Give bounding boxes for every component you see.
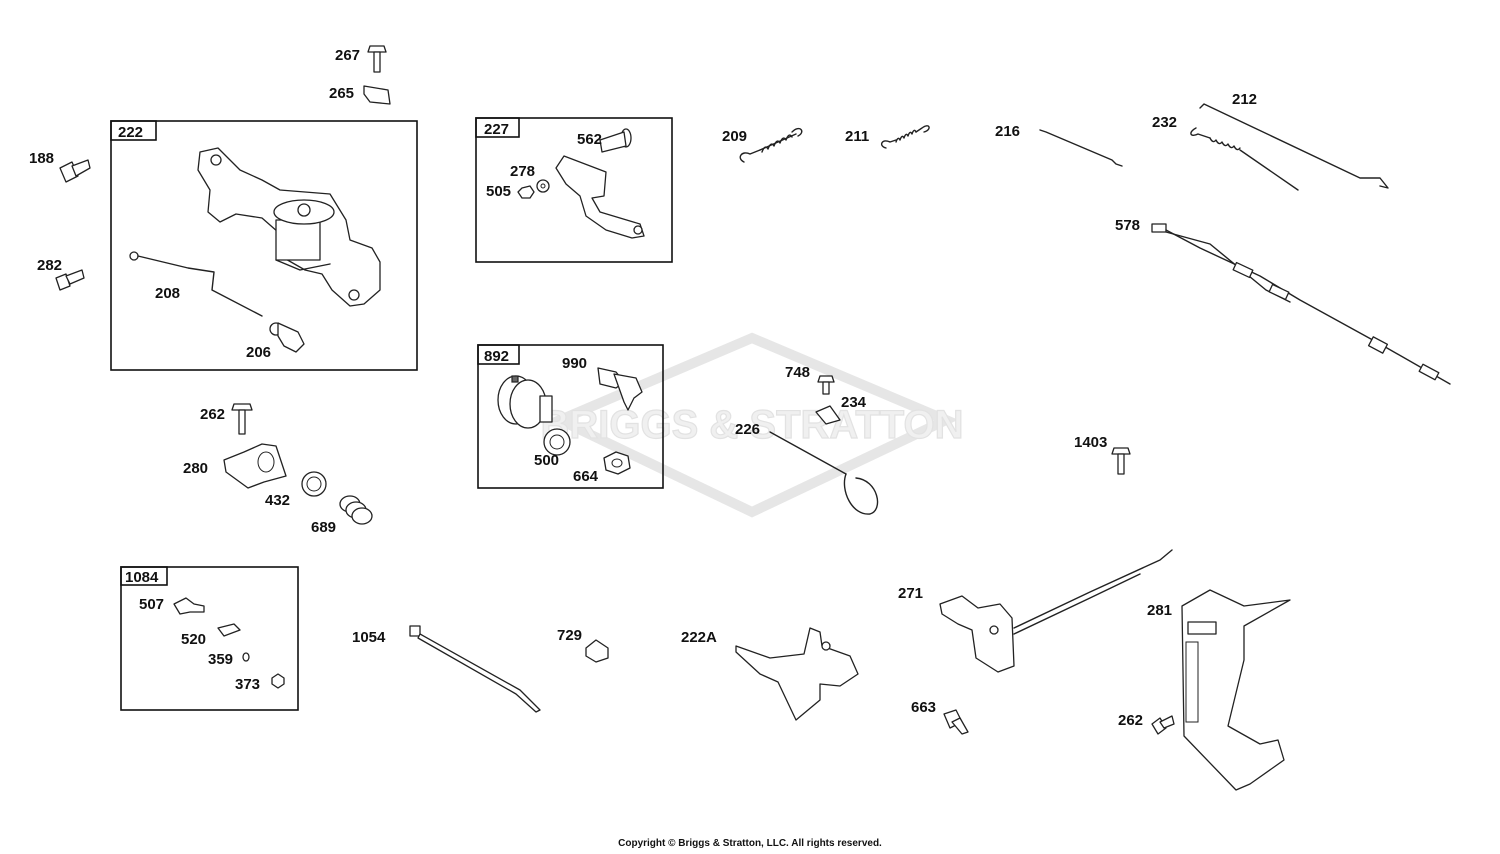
cable-tie-part[interactable] — [409, 625, 541, 713]
part-label-663: 663 — [911, 699, 936, 716]
key-part[interactable] — [597, 367, 643, 411]
group-222-label: 222 — [118, 124, 143, 141]
control-cable-part[interactable] — [939, 549, 1173, 673]
part-label-216: 216 — [995, 123, 1020, 140]
switch-part[interactable] — [173, 597, 205, 615]
group-222: 222 208 206 — [110, 120, 418, 371]
part-label-282: 282 — [37, 257, 62, 274]
choke-rod-part[interactable] — [769, 431, 879, 515]
group-227: 227 562 278 505 — [475, 117, 673, 263]
knob-part[interactable] — [269, 322, 305, 353]
terminal-part[interactable] — [217, 623, 241, 637]
control-bracket-part[interactable] — [197, 147, 381, 307]
nut-part[interactable] — [603, 451, 631, 475]
washer-part[interactable] — [536, 179, 550, 193]
part-label-1403: 1403 — [1074, 434, 1107, 451]
part-label-748: 748 — [785, 364, 810, 381]
bolt-part[interactable] — [1151, 715, 1175, 735]
part-label-234: 234 — [841, 394, 867, 411]
lever-bracket-part[interactable] — [555, 155, 645, 239]
group-892: 892 990 500 664 — [477, 344, 664, 489]
part-label-500: 500 — [534, 452, 559, 469]
bolt-part[interactable] — [55, 269, 85, 291]
part-label-232: 232 — [1152, 114, 1177, 131]
part-label-505: 505 — [486, 183, 511, 200]
part-label-226: 226 — [735, 421, 760, 438]
screw-part[interactable] — [1111, 447, 1131, 475]
connector-part[interactable] — [585, 639, 609, 663]
bolt-part[interactable] — [231, 403, 253, 435]
part-label-432: 432 — [265, 492, 290, 509]
bushing-part[interactable] — [301, 471, 327, 497]
part-label-271: 271 — [898, 585, 923, 602]
part-label-211: 211 — [845, 128, 869, 145]
spring-part[interactable] — [880, 125, 930, 149]
part-label-689: 689 — [311, 519, 336, 536]
part-label-664: 664 — [573, 468, 599, 485]
part-label-280: 280 — [183, 460, 208, 477]
nut-part[interactable] — [517, 185, 535, 199]
rod-part[interactable] — [1199, 103, 1389, 189]
part-label-562: 562 — [577, 131, 602, 148]
part-label-729: 729 — [557, 627, 582, 644]
part-label-206: 206 — [246, 344, 271, 361]
mounting-bracket-part[interactable] — [1181, 589, 1291, 791]
compression-spring-part[interactable] — [339, 495, 373, 525]
copyright-notice: Copyright © Briggs & Stratton, LLC. All … — [618, 838, 882, 849]
part-label-265: 265 — [329, 85, 354, 102]
cable-clamp-part[interactable] — [223, 443, 287, 489]
bolt-part[interactable] — [59, 159, 91, 183]
watermark-text: BRIGGS & STRATTON — [541, 403, 964, 447]
rod-part[interactable] — [1039, 129, 1123, 167]
ignition-switch-part[interactable] — [497, 375, 553, 429]
watermark-logo: BRIGGS & STRATTON — [540, 332, 964, 518]
screw-part[interactable] — [817, 375, 835, 395]
part-label-281: 281 — [1147, 602, 1172, 619]
part-label-578: 578 — [1115, 217, 1140, 234]
spring-part[interactable] — [739, 127, 803, 163]
retainer-clip-part[interactable] — [815, 405, 841, 425]
wire-harness-part[interactable] — [1151, 223, 1451, 385]
part-label-222A: 222A — [681, 629, 717, 646]
washer-part[interactable] — [242, 652, 250, 662]
part-label-990: 990 — [562, 355, 587, 372]
pin-part[interactable] — [599, 128, 632, 153]
group-1084-label: 1084 — [125, 569, 159, 586]
part-label-209: 209 — [722, 128, 747, 145]
part-label-1054: 1054 — [352, 629, 386, 646]
spring-part[interactable] — [1190, 127, 1299, 191]
group-1084: 1084 507 520 359 373 — [120, 566, 299, 711]
bolt-part[interactable] — [367, 45, 387, 73]
part-label-208: 208 — [155, 285, 180, 302]
bolt-part[interactable] — [943, 709, 969, 735]
lock-washer-part[interactable] — [543, 428, 571, 456]
part-label-373: 373 — [235, 676, 260, 693]
nut-part[interactable] — [271, 673, 285, 689]
link-rod-part[interactable] — [129, 251, 263, 317]
clip-part[interactable] — [363, 85, 391, 105]
part-label-212: 212 — [1232, 91, 1257, 108]
part-label-188: 188 — [29, 150, 54, 167]
part-label-262: 262 — [1118, 712, 1143, 729]
part-label-262: 262 — [200, 406, 225, 423]
part-label-520: 520 — [181, 631, 206, 648]
part-label-278: 278 — [510, 163, 535, 180]
part-label-507: 507 — [139, 596, 164, 613]
group-227-label: 227 — [484, 121, 509, 138]
throttle-bracket-part[interactable] — [735, 627, 859, 721]
group-892-label: 892 — [484, 348, 509, 365]
part-label-267: 267 — [335, 47, 360, 64]
part-label-359: 359 — [208, 651, 233, 668]
